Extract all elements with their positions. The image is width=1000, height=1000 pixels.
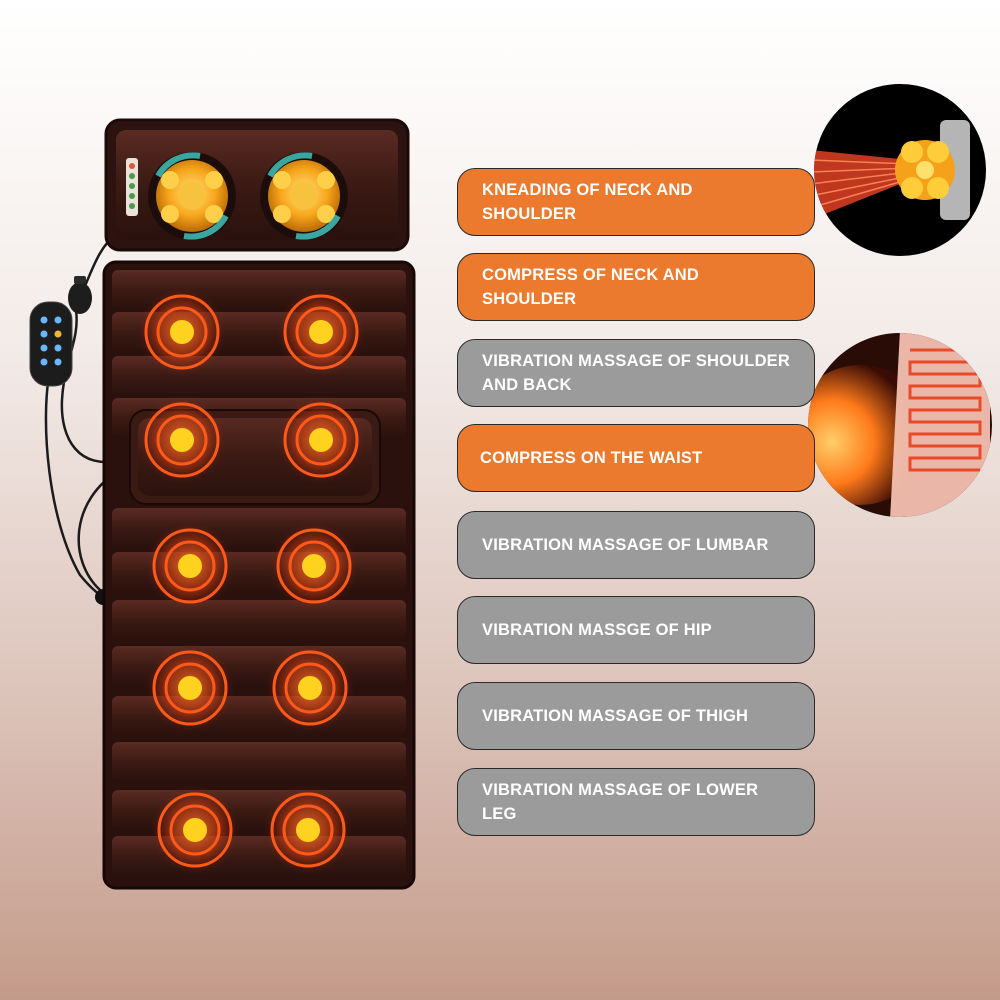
feature-label: COMPRESS ON THE WAIST bbox=[480, 449, 703, 467]
feature-vibration-lower-leg: VIBRATION MASSAGE OF LOWER LEG bbox=[457, 768, 815, 836]
heat-node bbox=[264, 786, 352, 874]
heat-node bbox=[277, 396, 365, 484]
heat-node bbox=[138, 396, 226, 484]
feature-vibration-hip: VIBRATION MASSGE OF HIP bbox=[457, 596, 815, 664]
feature-vibration-lumbar: VIBRATION MASSAGE OF LUMBAR bbox=[457, 511, 815, 579]
feature-label: VIBRATION MASSAGE OF LUMBAR bbox=[482, 536, 769, 554]
feature-label: VIBRATION MASSAGE OF THIGH bbox=[482, 707, 749, 725]
air-pump-icon bbox=[68, 276, 92, 314]
feature-label: VIBRATION MASSGE OF HIP bbox=[482, 621, 712, 639]
feature-compress-waist: COMPRESS ON THE WAIST bbox=[457, 424, 815, 492]
heat-node bbox=[270, 522, 358, 610]
feature-kneading-neck-shoulder: KNEADING OF NECK AND SHOULDER bbox=[457, 168, 815, 236]
heat-node bbox=[266, 644, 354, 732]
kneading-head-icon bbox=[260, 152, 348, 240]
pillow-buttons bbox=[126, 158, 138, 216]
heat-node bbox=[138, 288, 226, 376]
mat-segment bbox=[112, 600, 406, 640]
feature-label: COMPRESS OF NECK AND SHOULDER bbox=[482, 266, 699, 308]
remote-control-icon bbox=[29, 301, 73, 387]
feature-compress-neck-shoulder: COMPRESS OF NECK AND SHOULDER bbox=[457, 253, 815, 321]
feature-vibration-thigh: VIBRATION MASSAGE OF THIGH bbox=[457, 682, 815, 750]
kneading-head-icon bbox=[814, 84, 986, 256]
feature-label: VIBRATION MASSAGE OF SHOULDER AND BACK bbox=[482, 352, 791, 394]
feature-label: KNEADING OF NECK AND SHOULDER bbox=[482, 181, 693, 223]
kneading-head-icon bbox=[148, 152, 236, 240]
heating-pad-icon bbox=[808, 333, 992, 517]
mat-segment bbox=[112, 742, 406, 782]
feature-label: VIBRATION MASSAGE OF LOWER LEG bbox=[482, 781, 759, 823]
heat-node bbox=[151, 786, 239, 874]
heat-node bbox=[277, 288, 365, 376]
heat-node bbox=[146, 644, 234, 732]
heat-node bbox=[146, 522, 234, 610]
feature-vibration-shoulder-back: VIBRATION MASSAGE OF SHOULDER AND BACK bbox=[457, 339, 815, 407]
